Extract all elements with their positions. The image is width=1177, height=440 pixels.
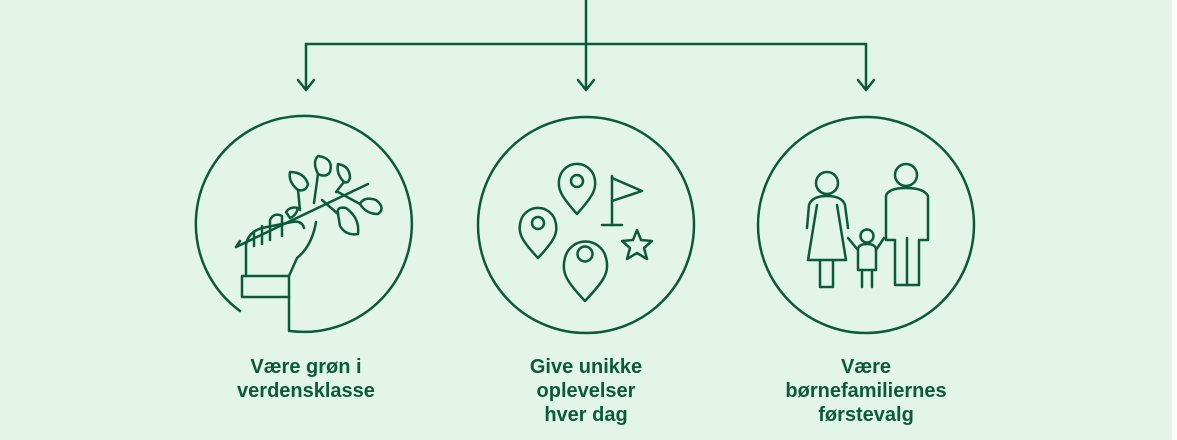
- arrow-down-icon: [856, 78, 876, 92]
- goal-label-experiences: Give unikke oplevelser hver dag: [529, 356, 643, 426]
- arrow-down-icon: [296, 78, 316, 92]
- arrow-down-icon: [576, 78, 596, 92]
- hand-holding-branch-icon: [194, 114, 414, 334]
- map-pins-flag-star-icon: [476, 115, 696, 335]
- goal-label-families: Være børnefamiliernes førstevalg: [785, 356, 947, 426]
- connector-tree: [304, 0, 868, 92]
- goal-label-green: Være grøn i verdensklasse: [237, 356, 375, 402]
- family-icon: [756, 115, 976, 335]
